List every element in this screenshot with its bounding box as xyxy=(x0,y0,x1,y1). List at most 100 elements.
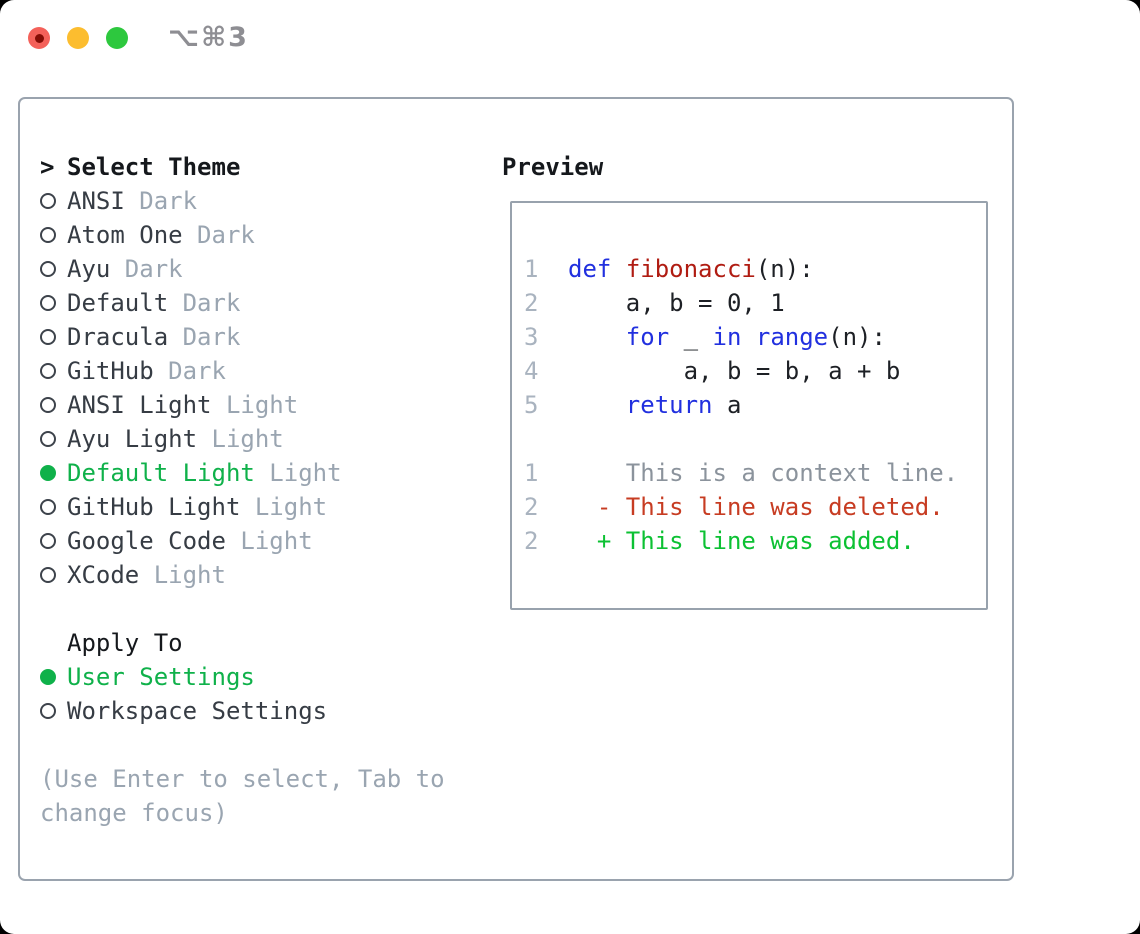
theme-option-default-light-light[interactable]: Default Light Light xyxy=(40,456,480,490)
option-label: Dracula xyxy=(67,323,169,351)
code-text: This is a context line. xyxy=(568,459,959,487)
radio-icon xyxy=(40,703,56,719)
radio-icon xyxy=(40,431,56,447)
code-text: + This line was added. xyxy=(568,527,915,555)
cursor-icon: > xyxy=(40,153,55,181)
theme-option-github-dark[interactable]: GitHub Dark xyxy=(40,354,480,388)
line-number: 4 xyxy=(524,357,539,385)
option-variant-label: Dark xyxy=(182,221,255,249)
theme-option-ansi-light-light[interactable]: ANSI Light Light xyxy=(40,388,480,422)
option-variant-label: Light xyxy=(211,391,299,419)
theme-option-xcode-light[interactable]: XCode Light xyxy=(40,558,480,592)
line-number: 2 xyxy=(524,493,539,521)
radio-icon xyxy=(40,363,56,379)
theme-option-atom-one-dark[interactable]: Atom One Dark xyxy=(40,218,480,252)
theme-select-header: Select Theme xyxy=(67,153,241,181)
radio-cell xyxy=(40,703,67,719)
radio-cell xyxy=(40,669,67,685)
help-text: (Use Enter to select, Tab to change focu… xyxy=(40,765,445,827)
theme-option-default-dark[interactable]: Default Dark xyxy=(40,286,480,320)
option-label: ANSI xyxy=(67,187,125,215)
option-variant-label: Light xyxy=(197,425,284,453)
radio-icon xyxy=(40,193,56,209)
code-line: 2 - This line was deleted. xyxy=(524,490,986,524)
radio-selected-icon xyxy=(40,669,56,685)
option-variant-label: Light xyxy=(254,459,342,487)
option-variant-label: Light xyxy=(225,527,313,555)
option-variant-label: Light xyxy=(240,493,328,521)
option-variant-label: Dark xyxy=(168,323,241,351)
theme-option-ayu-light-light[interactable]: Ayu Light Light xyxy=(40,422,480,456)
apply-to-header: Apply To xyxy=(67,629,183,657)
option-variant-label: Dark xyxy=(110,255,183,283)
zoom-button[interactable] xyxy=(106,27,128,49)
code-text: - This line was deleted. xyxy=(568,493,944,521)
code-line: 5 return a xyxy=(524,388,986,422)
theme-option-ayu-dark[interactable]: Ayu Dark xyxy=(40,252,480,286)
line-number: 2 xyxy=(524,527,539,555)
radio-cell xyxy=(40,329,67,345)
code-line: 4 a, b = b, a + b xyxy=(524,354,986,388)
radio-icon xyxy=(40,227,56,243)
line-number: 5 xyxy=(524,391,539,419)
theme-select-header-row: > Select Theme xyxy=(40,150,480,184)
close-button[interactable] xyxy=(28,27,50,49)
option-label: Atom One xyxy=(67,221,183,249)
theme-option-google-code-light[interactable]: Google Code Light xyxy=(40,524,480,558)
option-label: Ayu Light xyxy=(67,425,198,453)
option-label: XCode xyxy=(67,561,140,589)
code-line: 1 This is a context line. xyxy=(524,456,986,490)
code-line: 2 a, b = 0, 1 xyxy=(524,286,986,320)
radio-cell xyxy=(40,431,67,447)
radio-cell xyxy=(40,227,67,243)
option-label: Default Light xyxy=(67,459,255,487)
radio-icon xyxy=(40,261,56,277)
blank-line xyxy=(524,422,986,456)
radio-cell xyxy=(40,465,67,481)
radio-cell xyxy=(40,295,67,311)
radio-icon xyxy=(40,329,56,345)
radio-icon xyxy=(40,295,56,311)
spacer xyxy=(40,592,480,626)
option-label: GitHub xyxy=(67,357,154,385)
cursor-cell: > xyxy=(40,153,67,181)
line-number: 1 xyxy=(524,255,539,283)
radio-icon xyxy=(40,397,56,413)
theme-option-ansi-dark[interactable]: ANSI Dark xyxy=(40,184,480,218)
option-variant-label: Dark xyxy=(153,357,226,385)
code-line: 3 for _ in range(n): xyxy=(524,320,986,354)
option-label: Google Code xyxy=(67,527,226,555)
theme-option-dracula-dark[interactable]: Dracula Dark xyxy=(40,320,480,354)
code-text: a, b = b, a + b xyxy=(568,357,901,385)
radio-cell xyxy=(40,567,67,583)
code-text: return a xyxy=(625,391,742,419)
radio-icon xyxy=(40,499,56,515)
radio-cell xyxy=(40,363,67,379)
option-label: User Settings xyxy=(67,663,255,691)
radio-selected-icon xyxy=(40,465,56,481)
line-number: 3 xyxy=(524,323,539,351)
radio-cell xyxy=(40,193,67,209)
radio-icon xyxy=(40,567,56,583)
radio-cell xyxy=(40,533,67,549)
option-label: ANSI Light xyxy=(67,391,212,419)
line-number: 1 xyxy=(524,459,539,487)
code-text: for _ in range(n): xyxy=(625,323,886,351)
code-line: 1 def fibonacci(n): xyxy=(524,252,986,286)
traffic-lights xyxy=(28,27,128,49)
option-label: GitHub Light xyxy=(67,493,241,521)
radio-cell xyxy=(40,261,67,277)
theme-option-github-light-light[interactable]: GitHub Light Light xyxy=(40,490,480,524)
code-text: def fibonacci(n): xyxy=(568,255,814,283)
apply-to-header-row: Apply To xyxy=(40,626,480,660)
apply-option-workspace-settings[interactable]: Workspace Settings xyxy=(40,694,480,728)
option-label: Workspace Settings xyxy=(67,697,328,725)
apply-option-user-settings[interactable]: User Settings xyxy=(40,660,480,694)
option-label: Default xyxy=(67,289,169,317)
option-variant-label: Dark xyxy=(168,289,241,317)
minimize-button[interactable] xyxy=(67,27,89,49)
